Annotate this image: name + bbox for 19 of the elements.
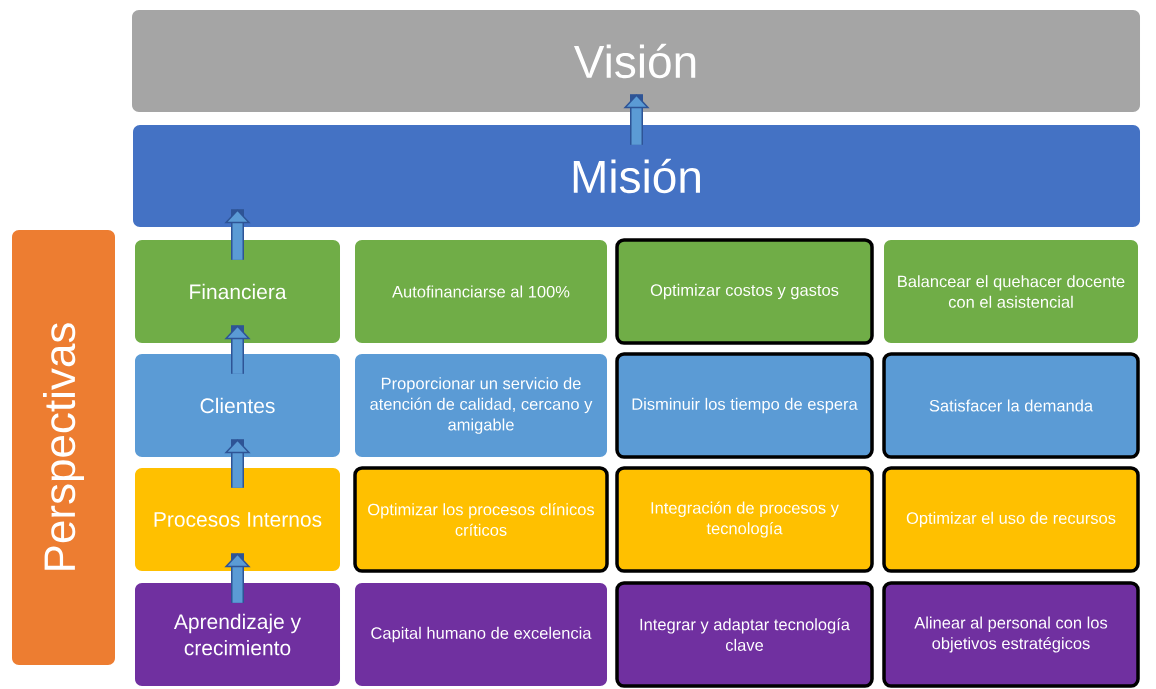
objective-box: Integrar y adaptar tecnología clave <box>615 581 874 688</box>
row-header-box: Clientes <box>135 354 340 457</box>
objective-box: Proporcionar un servicio de atención de calidad, cercano y amigable <box>355 354 607 457</box>
objective-box: Disminuir los tiempo de espera <box>615 352 874 459</box>
row-header-box: Financiera <box>135 240 340 343</box>
objective-box: Optimizar los procesos clínicos críticos <box>353 466 609 573</box>
objective-box: Autofinanciarse al 100% <box>355 240 607 343</box>
objective-box: Integración de procesos y tecnología <box>615 466 874 573</box>
row-header-box: Aprendizaje y crecimiento <box>135 583 340 686</box>
objective-box: Balancear el quehacer docente con el asistencial <box>884 240 1138 343</box>
row-header-box: Procesos Internos <box>135 468 340 571</box>
mission-banner: Misión <box>133 125 1140 227</box>
objective-box: Optimizar costos y gastos <box>615 238 874 345</box>
vision-banner: Visión <box>132 10 1140 112</box>
perspective-band: Perspectivas <box>12 230 115 665</box>
objective-box: Optimizar el uso de recursos <box>882 466 1140 573</box>
objective-box: Capital humano de excelencia <box>355 583 607 686</box>
objective-box: Alinear al personal con los objetivos estratégicos <box>882 581 1140 688</box>
objective-box: Satisfacer la demanda <box>882 352 1140 459</box>
